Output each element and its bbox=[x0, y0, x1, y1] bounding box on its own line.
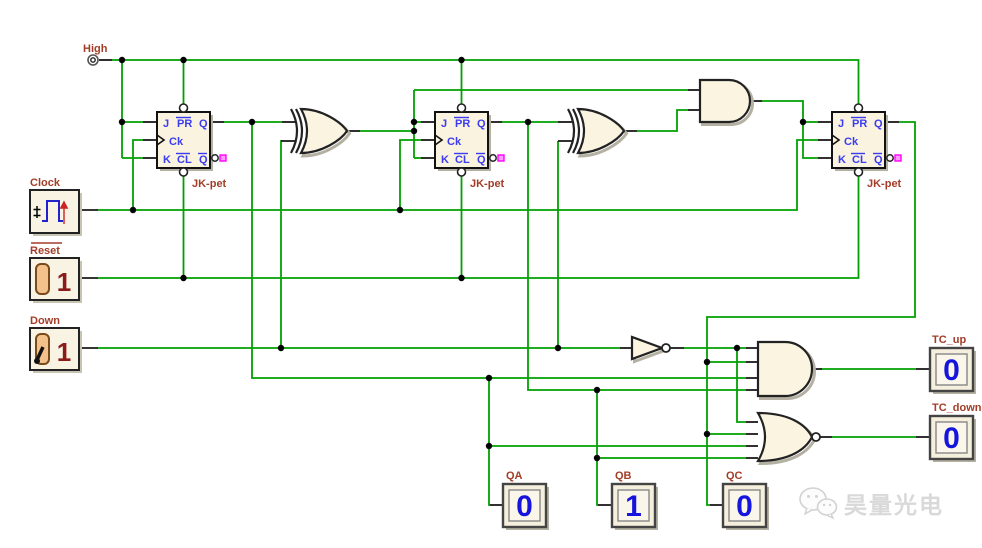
high-label: High bbox=[83, 43, 108, 55]
clock-edge-icon bbox=[434, 134, 444, 146]
junction-dots bbox=[118, 56, 807, 462]
display-qc[interactable]: QC 0 bbox=[721, 470, 769, 530]
qb-label: QB bbox=[615, 470, 632, 482]
qbar-bubble bbox=[489, 154, 497, 162]
ff-type-label: JK-pet bbox=[192, 178, 227, 190]
pin-label-k: K bbox=[163, 154, 171, 166]
clock-edge-icon bbox=[831, 134, 841, 146]
wire-clock-net bbox=[98, 139, 818, 211]
reset-switch[interactable]: Reset 1 bbox=[29, 242, 82, 303]
nor-gate-tcdown[interactable] bbox=[756, 411, 821, 466]
wire-qa-net bbox=[251, 122, 746, 379]
wire-reset-net bbox=[98, 176, 860, 279]
wire-qb-net bbox=[527, 122, 746, 391]
pin-label-cl: CL bbox=[455, 154, 470, 166]
xor-gate-2[interactable] bbox=[567, 107, 629, 158]
tc-down-value: 0 bbox=[943, 422, 960, 455]
qb-value: 1 bbox=[625, 490, 642, 523]
pin-label-cl: CL bbox=[177, 154, 192, 166]
cl-pin bbox=[456, 167, 467, 177]
cl-pin bbox=[853, 167, 864, 177]
pin-label-qbar: Q bbox=[874, 154, 883, 166]
qc-label: QC bbox=[726, 470, 743, 482]
wire-high-net bbox=[112, 59, 860, 104]
qc-value: 0 bbox=[736, 490, 753, 523]
pin-label-j: J bbox=[163, 118, 169, 130]
pr-pin bbox=[178, 103, 189, 113]
flipflop-a[interactable]: J PR Q Ck K CL Q JK-pet bbox=[156, 103, 227, 190]
display-qa[interactable]: QA 0 bbox=[501, 470, 549, 530]
clock-wave-icon bbox=[42, 200, 63, 222]
pin-label-q: Q bbox=[199, 118, 208, 130]
display-tc-down[interactable]: TC_down 0 bbox=[928, 402, 982, 462]
not-bubble bbox=[661, 343, 671, 353]
flipflop-b[interactable]: J PR Q Ck K CL Q JK-pet bbox=[434, 103, 505, 190]
pin-label-pr: PR bbox=[455, 118, 470, 130]
down-label: Down bbox=[30, 315, 60, 327]
watermark-text: 昊量光电 bbox=[844, 492, 944, 518]
tc-up-value: 0 bbox=[943, 354, 960, 387]
tc-down-label: TC_down bbox=[932, 402, 982, 414]
pin-label-qbar: Q bbox=[199, 154, 208, 166]
unconnected-pin-marker bbox=[894, 154, 902, 162]
pin-label-j: J bbox=[838, 118, 844, 130]
pin-label-qbar: Q bbox=[477, 154, 486, 166]
pin-label-q: Q bbox=[874, 118, 883, 130]
pin-label-q: Q bbox=[477, 118, 486, 130]
and-gate-top[interactable] bbox=[698, 78, 754, 126]
pin-icon[interactable] bbox=[87, 54, 99, 66]
pin-label-cl: CL bbox=[852, 154, 867, 166]
pin-label-pr: PR bbox=[852, 118, 867, 130]
input-pin-high[interactable]: High bbox=[83, 43, 108, 66]
down-value: 1 bbox=[57, 337, 71, 367]
unconnected-pin-marker bbox=[497, 154, 505, 162]
qa-value: 0 bbox=[516, 490, 533, 523]
qa-label: QA bbox=[506, 470, 523, 482]
ff-type-label: JK-pet bbox=[867, 178, 902, 190]
wechat-icon bbox=[799, 487, 838, 520]
reset-label: Reset bbox=[30, 245, 60, 257]
reset-lever[interactable] bbox=[35, 263, 50, 295]
and-gate-tcup[interactable] bbox=[756, 340, 816, 400]
qbar-bubble bbox=[886, 154, 894, 162]
clock-source-icon bbox=[33, 206, 41, 218]
xor-gate-1[interactable] bbox=[290, 107, 352, 158]
flipflop-c[interactable]: J PR Q Ck K CL Q JK-pet bbox=[831, 103, 902, 190]
pin-label-k: K bbox=[838, 154, 846, 166]
pin-label-ck: Ck bbox=[844, 136, 859, 148]
unconnected-pin-marker bbox=[219, 154, 227, 162]
display-qb[interactable]: QB 1 bbox=[610, 470, 658, 530]
nor-bubble bbox=[811, 432, 821, 442]
pr-pin bbox=[853, 103, 864, 113]
clock-label: Clock bbox=[30, 177, 61, 189]
wire-qc-net bbox=[706, 121, 916, 506]
display-tc-up[interactable]: TC_up 0 bbox=[928, 334, 976, 394]
cl-pin bbox=[178, 167, 189, 177]
clock-generator[interactable]: Clock bbox=[29, 177, 82, 236]
pin-label-ck: Ck bbox=[169, 136, 184, 148]
tc-up-label: TC_up bbox=[932, 334, 967, 346]
ff-type-label: JK-pet bbox=[470, 178, 505, 190]
pin-label-pr: PR bbox=[177, 118, 192, 130]
pr-pin bbox=[456, 103, 467, 113]
pin-label-ck: Ck bbox=[447, 136, 462, 148]
clock-edge-icon bbox=[156, 134, 166, 146]
not-gate[interactable] bbox=[630, 335, 671, 364]
clock-arrow-icon bbox=[59, 200, 69, 224]
pin-leads bbox=[79, 59, 930, 506]
reset-value: 1 bbox=[57, 267, 71, 297]
pin-label-j: J bbox=[441, 118, 447, 130]
pin-label-k: K bbox=[441, 154, 449, 166]
qbar-bubble bbox=[211, 154, 219, 162]
down-switch[interactable]: Down 1 bbox=[29, 315, 82, 373]
watermark: 昊量光电 bbox=[798, 486, 944, 520]
